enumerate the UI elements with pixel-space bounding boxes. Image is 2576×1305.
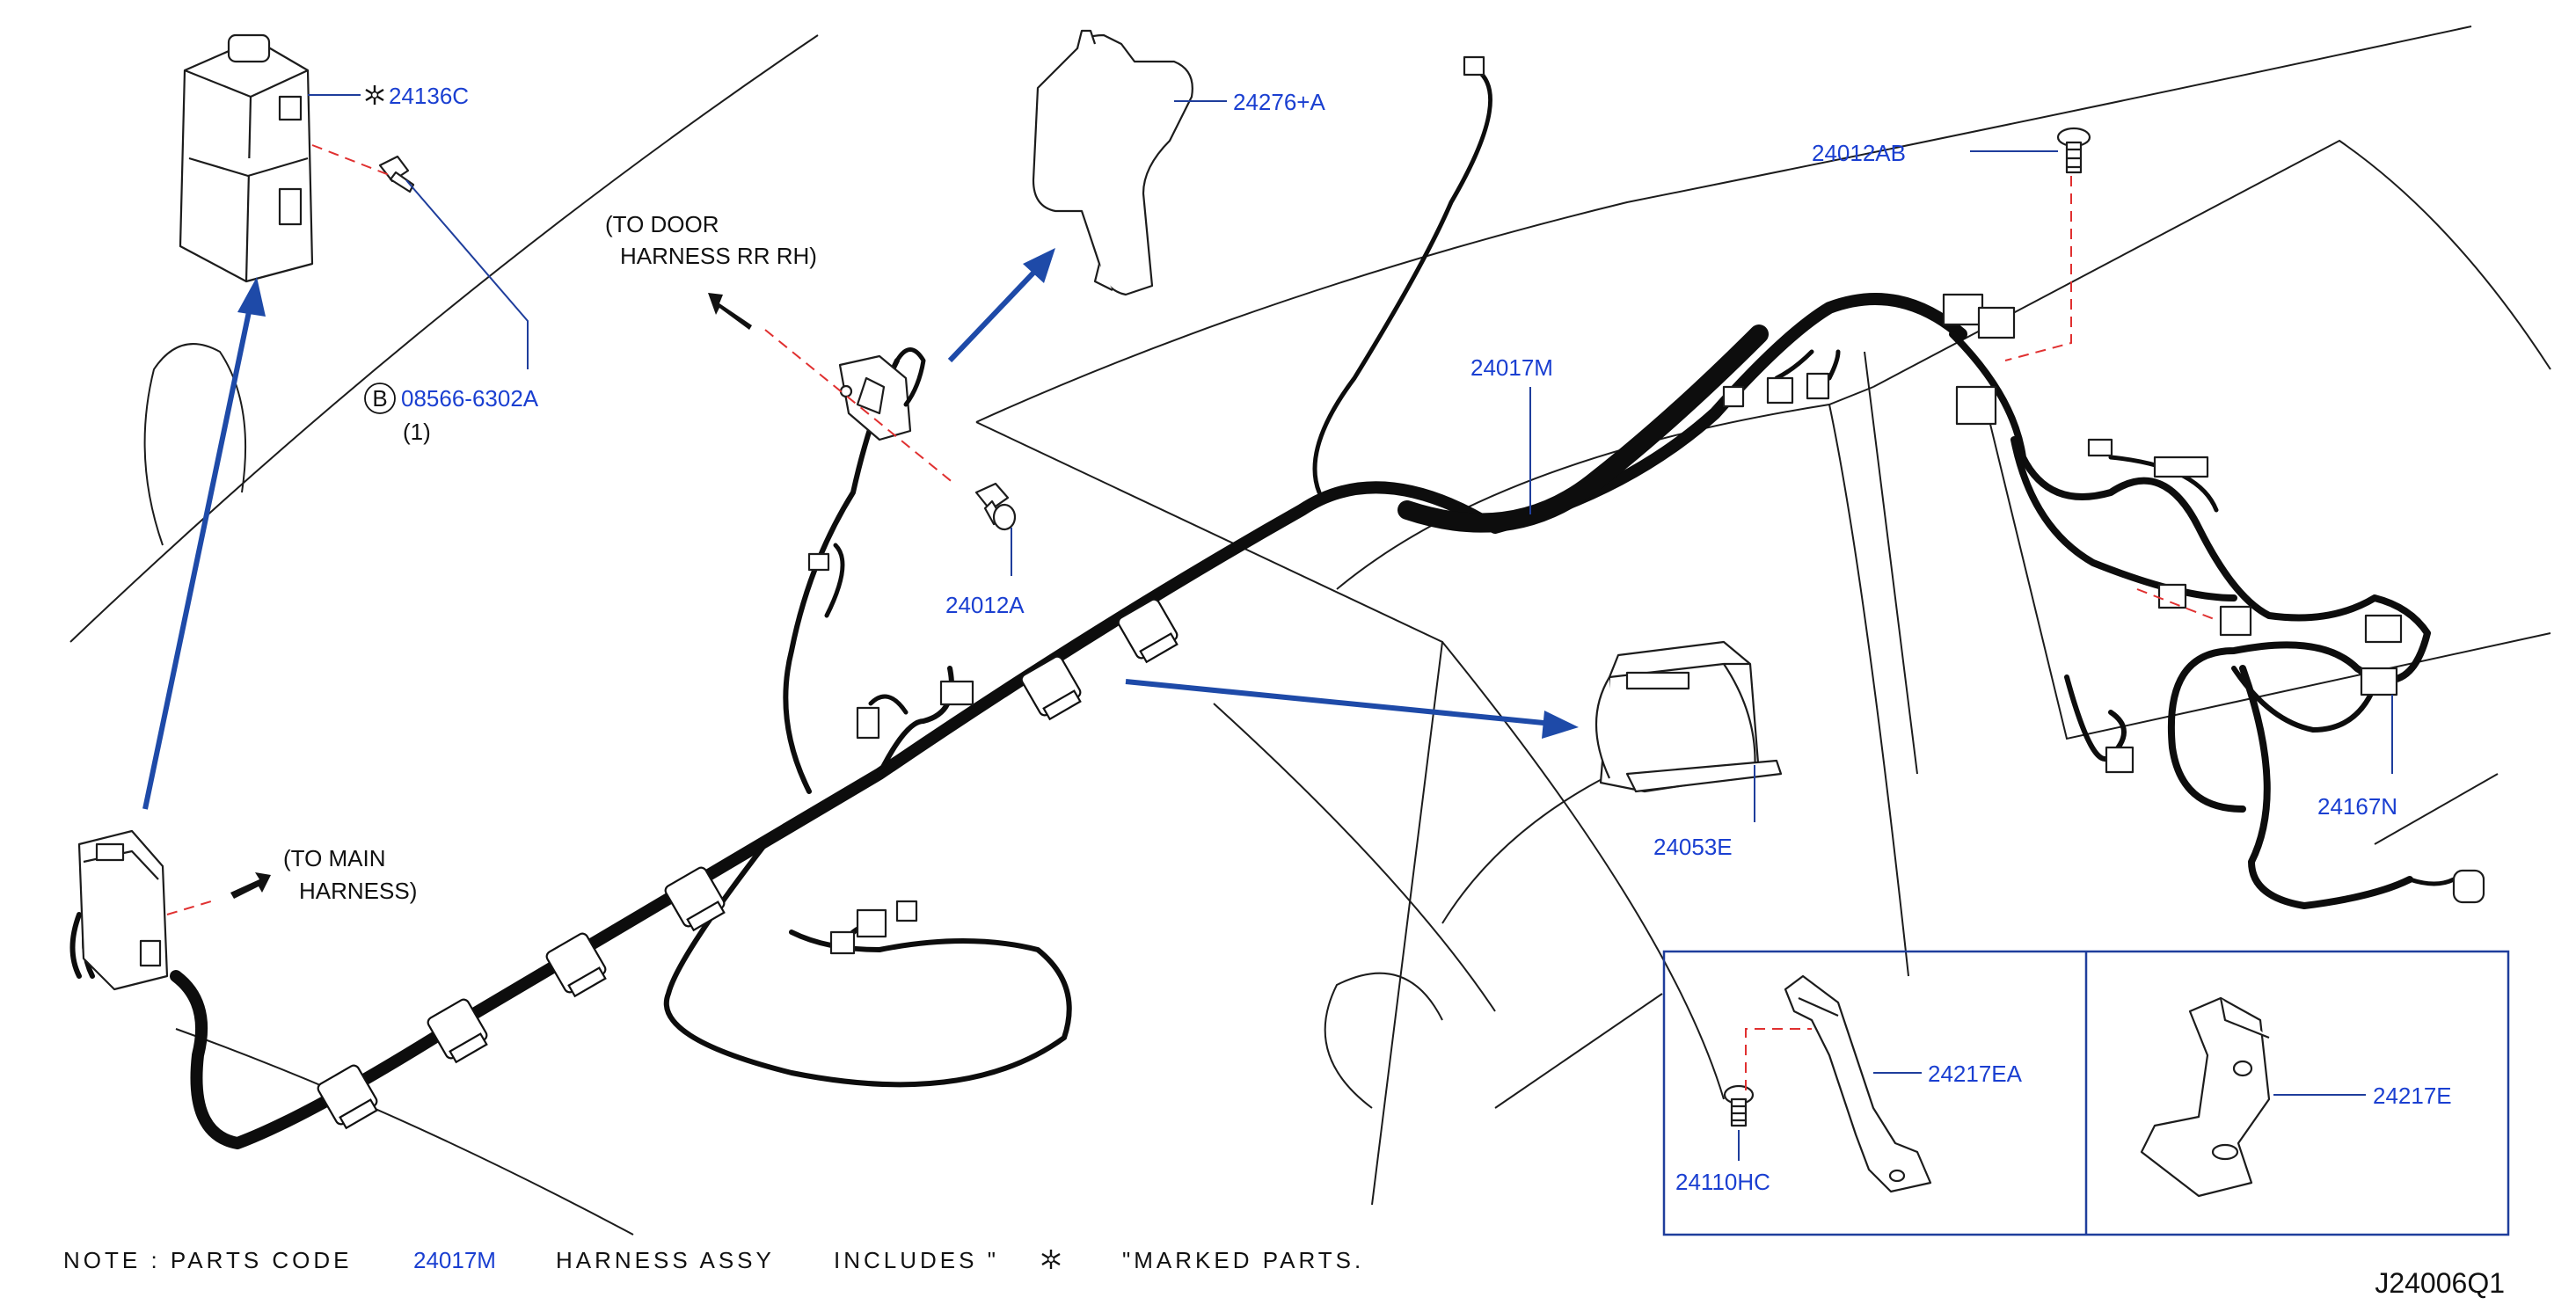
label-24012ab: 24012AB [1812, 140, 1906, 166]
door-harness-connector [838, 347, 926, 441]
circled-letter-icon: B [364, 383, 396, 414]
label-08566-6302a: 08566-6302A [401, 385, 539, 412]
main-harness-connector-block [77, 829, 169, 991]
label-24012a: 24012A [945, 592, 1025, 618]
note-prefix: NOTE : PARTS CODE [63, 1247, 353, 1273]
label-08566-qty: (1) [403, 419, 431, 445]
harness-connectors [807, 55, 2485, 955]
bolt-24012ab [2056, 127, 2091, 174]
part-labels: 24136C B 08566-6302A (1) 24276+A (TO DOO… [283, 83, 2452, 1195]
detail-inset-box [1662, 950, 2510, 1236]
note-middle: HARNESS ASSY [556, 1247, 775, 1273]
label-to-main-line2: HARNESS) [299, 878, 417, 904]
label-to-main-line1: (TO MAIN [283, 845, 386, 871]
bolts [378, 127, 2091, 1127]
label-24217ea: 24217EA [1928, 1061, 2023, 1087]
main-wire-harness [69, 68, 2456, 1149]
label-24276a: 24276+A [1233, 89, 1325, 115]
assembly-guide-lines [166, 144, 2217, 1090]
snowflake-mark-icon [365, 85, 384, 105]
svg-text:B: B [372, 385, 387, 412]
black-direction-arrows [230, 293, 752, 899]
arrow-to-main-harness-icon [230, 872, 271, 899]
label-24136c: 24136C [389, 83, 469, 109]
label-24217e: 24217E [2373, 1083, 2452, 1109]
label-to-door-line1: (TO DOOR [605, 211, 719, 237]
note-code: 24017M [413, 1247, 496, 1273]
harness-clips [317, 598, 1179, 1130]
bolt-24012a [974, 482, 1017, 531]
blue-direction-arrows [142, 248, 1579, 810]
note-includes: INCLUDES " [834, 1247, 999, 1273]
part-24217e-bracket [2140, 996, 2271, 1198]
vehicle-body-outline [69, 26, 2551, 1236]
snowflake-mark-icon [1041, 1250, 1061, 1269]
label-24167n: 24167N [2317, 793, 2397, 820]
part-24217ea-bracket [1784, 974, 1932, 1193]
diagram-code: J24006Q1 [2375, 1267, 2505, 1299]
arrow-to-door-harness-icon [708, 293, 752, 330]
part-24276a-cover [1032, 29, 1193, 296]
footnote: NOTE : PARTS CODE 24017M HARNESS ASSY IN… [63, 1247, 1364, 1273]
label-24053e: 24053E [1653, 834, 1733, 860]
label-24110hc: 24110HC [1675, 1169, 1770, 1195]
label-24017m: 24017M [1470, 354, 1553, 381]
leader-lines [308, 94, 2393, 1161]
note-suffix: "MARKED PARTS. [1122, 1247, 1364, 1273]
part-24136c-bracket [179, 33, 314, 283]
bolt-24110hc [1723, 1084, 1755, 1127]
part-24053e-clip [1594, 640, 1783, 793]
label-to-door-line2: HARNESS RR RH) [620, 243, 817, 269]
